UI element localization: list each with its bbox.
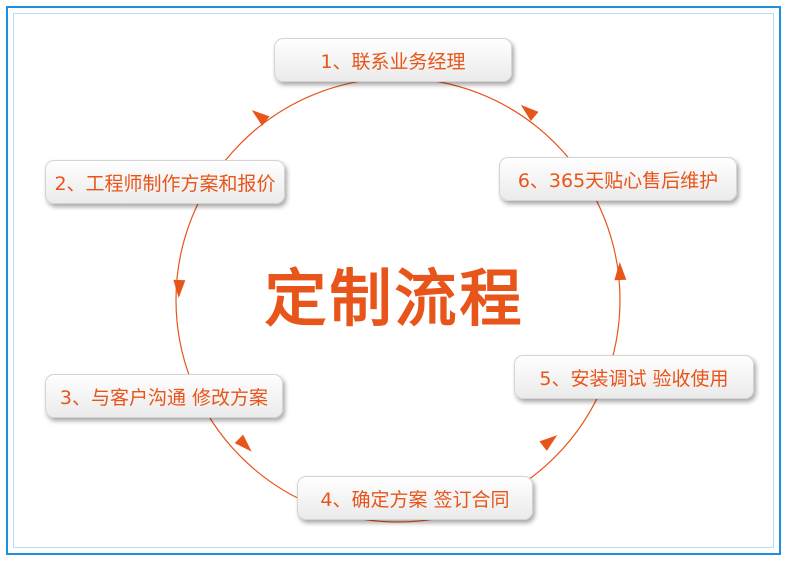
arrow-5-to-6 <box>614 262 627 281</box>
step-4-sign-contract: 4、确定方案 签订合同 <box>297 476 533 520</box>
step-3-client-communication: 3、与客户沟通 修改方案 <box>45 374 283 418</box>
arrow-4-to-5 <box>539 435 558 451</box>
arrow-6-to-1 <box>520 104 539 122</box>
outer-border <box>6 6 781 555</box>
arrow-3-to-4 <box>234 434 252 452</box>
step-6-after-sales: 6、365天贴心售后维护 <box>499 157 737 201</box>
step-1-contact-manager: 1、联系业务经理 <box>274 38 512 82</box>
step-5-install-acceptance: 5、安装调试 验收使用 <box>514 355 754 399</box>
step-2-label: 2、工程师制作方案和报价 <box>54 172 276 195</box>
step-4-label: 4、确定方案 签订合同 <box>320 488 510 511</box>
step-2-engineer-quote: 2、工程师制作方案和报价 <box>45 160 285 204</box>
step-6-label: 6、365天贴心售后维护 <box>517 169 719 192</box>
diagram-title: 定制流程 <box>264 262 525 335</box>
step-5-label: 5、安装调试 验收使用 <box>539 367 729 390</box>
arrow-1-to-2 <box>251 110 270 126</box>
inner-border <box>13 13 774 548</box>
arrow-2-to-3 <box>173 279 186 298</box>
step-3-label: 3、与客户沟通 修改方案 <box>59 386 269 409</box>
step-1-label: 1、联系业务经理 <box>320 50 466 73</box>
